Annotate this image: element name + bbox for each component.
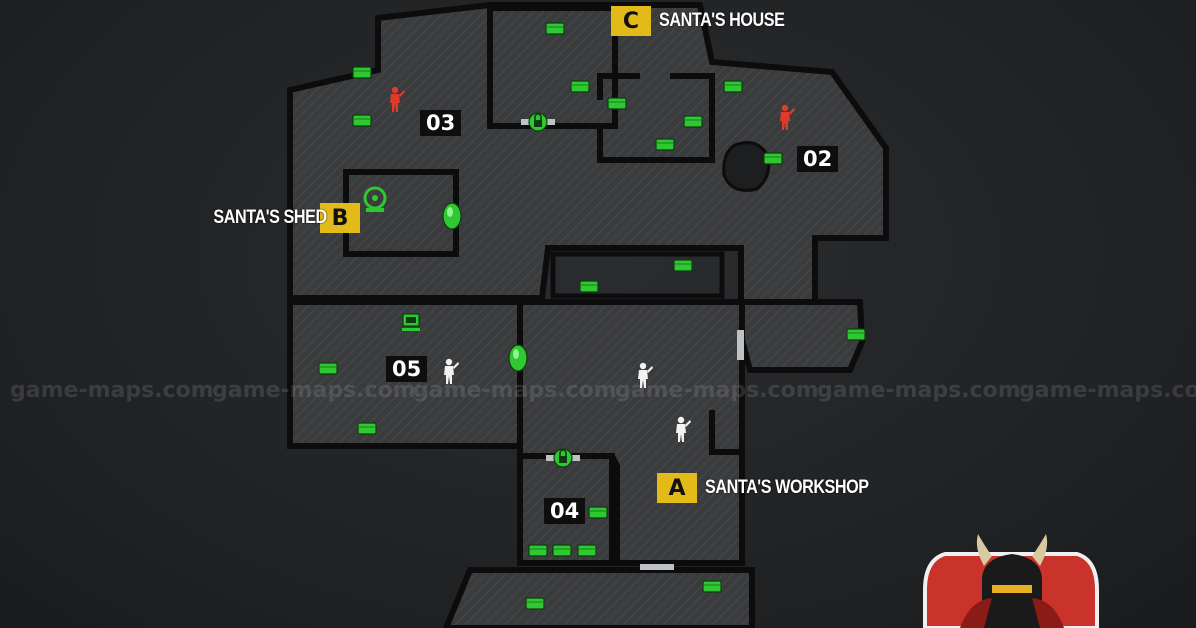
watermark: game-maps.com: [615, 378, 819, 403]
objective-marker-icon: [363, 186, 387, 212]
sector-a-label: A SANTA'S WORKSHOP: [657, 473, 898, 503]
loot-crate-icon: [525, 597, 545, 610]
sector-b-badge: B: [320, 203, 360, 233]
room-04-label: 04: [544, 498, 586, 524]
sector-a-badge: A: [657, 473, 697, 503]
loot-crate-icon: [352, 66, 372, 79]
watermark: game-maps.com: [1019, 378, 1196, 403]
watermark: game-maps.com: [817, 378, 1021, 403]
gem-icon: [508, 344, 528, 372]
room-05-label: 05: [386, 356, 428, 382]
sector-a-name: SANTA'S WORKSHOP: [705, 477, 869, 498]
gem-icon: [442, 202, 462, 230]
loot-crate-icon: [528, 544, 548, 557]
loot-crate-icon: [552, 544, 572, 557]
loot-crate-icon: [702, 580, 722, 593]
sector-c-badge: C: [611, 6, 651, 36]
loot-crate-icon: [588, 506, 608, 519]
loot-crate-icon: [357, 422, 377, 435]
computer-icon: [402, 313, 420, 331]
sector-b-name: SANTA'S SHED: [213, 207, 327, 228]
loot-crate-icon: [577, 544, 597, 557]
room-03-label: 03: [420, 110, 462, 136]
sector-c-label: C SANTA'S HOUSE: [611, 6, 807, 36]
watermark: game-maps.com: [212, 378, 416, 403]
loot-crate-icon: [683, 115, 703, 128]
loot-crate-icon: [545, 22, 565, 35]
loot-crate-icon: [673, 259, 693, 272]
loot-crate-icon: [570, 80, 590, 93]
watermark: game-maps.com: [413, 378, 617, 403]
room-02-label: 02: [797, 146, 839, 172]
loot-crate-icon: [846, 328, 866, 341]
floor-area: [287, 1, 889, 628]
loot-crate-icon: [318, 362, 338, 375]
loot-crate-icon: [763, 152, 783, 165]
loot-crate-icon: [579, 280, 599, 293]
loot-crate-icon: [352, 114, 372, 127]
loot-crate-icon: [655, 138, 675, 151]
sector-c-name: SANTA'S HOUSE: [659, 10, 785, 31]
watermark: game-maps.com: [10, 378, 214, 403]
loot-crate-icon: [607, 97, 627, 110]
sector-b-label: SANTA'S SHED B: [196, 203, 360, 233]
clan-logo-icon: [923, 534, 1099, 628]
loot-crate-icon: [723, 80, 743, 93]
